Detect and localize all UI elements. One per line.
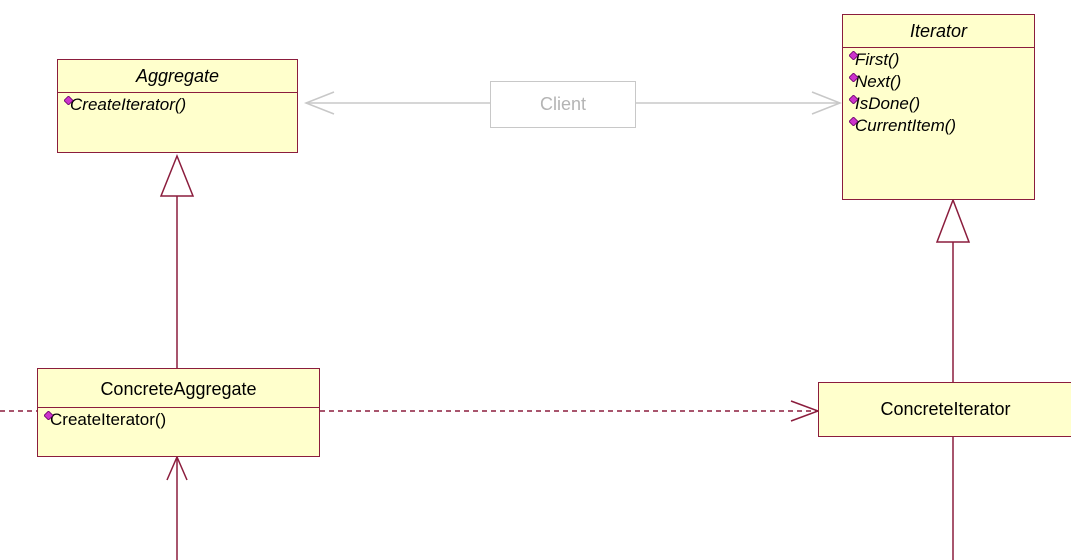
aggregate-class[interactable]: Aggregate CreateIterator(): [57, 59, 298, 153]
aggregate-operations: CreateIterator(): [58, 92, 297, 118]
operation-item: IsDone(): [849, 93, 1034, 115]
operation-label: CreateIterator(): [50, 410, 167, 429]
concrete-aggregate-association-arrowhead: [166, 455, 188, 481]
creates-dependency-arrowhead: [790, 400, 821, 422]
concrete-aggregate-operations: CreateIterator(): [38, 407, 319, 433]
operation-item: CreateIterator(): [44, 409, 319, 431]
client-node[interactable]: Client: [490, 81, 636, 128]
concrete-iterator-class-name: ConcreteIterator: [880, 399, 1011, 419]
client-aggregate-arrowhead: [303, 91, 335, 115]
operation-icon: [849, 73, 858, 82]
concrete-iterator-class[interactable]: ConcreteIterator: [818, 382, 1071, 437]
concrete-aggregate-class-name: ConcreteAggregate: [100, 379, 257, 399]
operation-icon: [849, 117, 858, 126]
operation-icon: [64, 96, 73, 105]
client-label: Client: [539, 94, 587, 114]
operation-item: Next(): [849, 71, 1034, 93]
aggregate-generalization-triangle: [159, 153, 195, 197]
operation-label: CreateIterator(): [70, 95, 187, 114]
aggregate-class-name: Aggregate: [135, 66, 220, 86]
iterator-generalization-triangle: [935, 197, 971, 243]
iterator-class-name: Iterator: [909, 21, 968, 41]
operation-icon: [849, 51, 858, 60]
operation-item: CurrentItem(): [849, 115, 1034, 137]
iterator-class[interactable]: Iterator First() Next() IsDone(): [842, 14, 1035, 200]
operation-label: IsDone(): [855, 94, 921, 113]
operation-label: CurrentItem(): [855, 116, 957, 135]
iterator-operations: First() Next() IsDone() CurrentItem(): [843, 47, 1034, 139]
operation-label: First(): [855, 50, 900, 69]
concrete-aggregate-class[interactable]: ConcreteAggregate CreateIterator(): [37, 368, 320, 457]
operation-item: CreateIterator(): [64, 94, 297, 116]
client-iterator-arrowhead: [811, 91, 843, 115]
operation-item: First(): [849, 49, 1034, 71]
operation-icon: [849, 95, 858, 104]
operation-icon: [44, 411, 53, 420]
operation-label: Next(): [855, 72, 902, 91]
